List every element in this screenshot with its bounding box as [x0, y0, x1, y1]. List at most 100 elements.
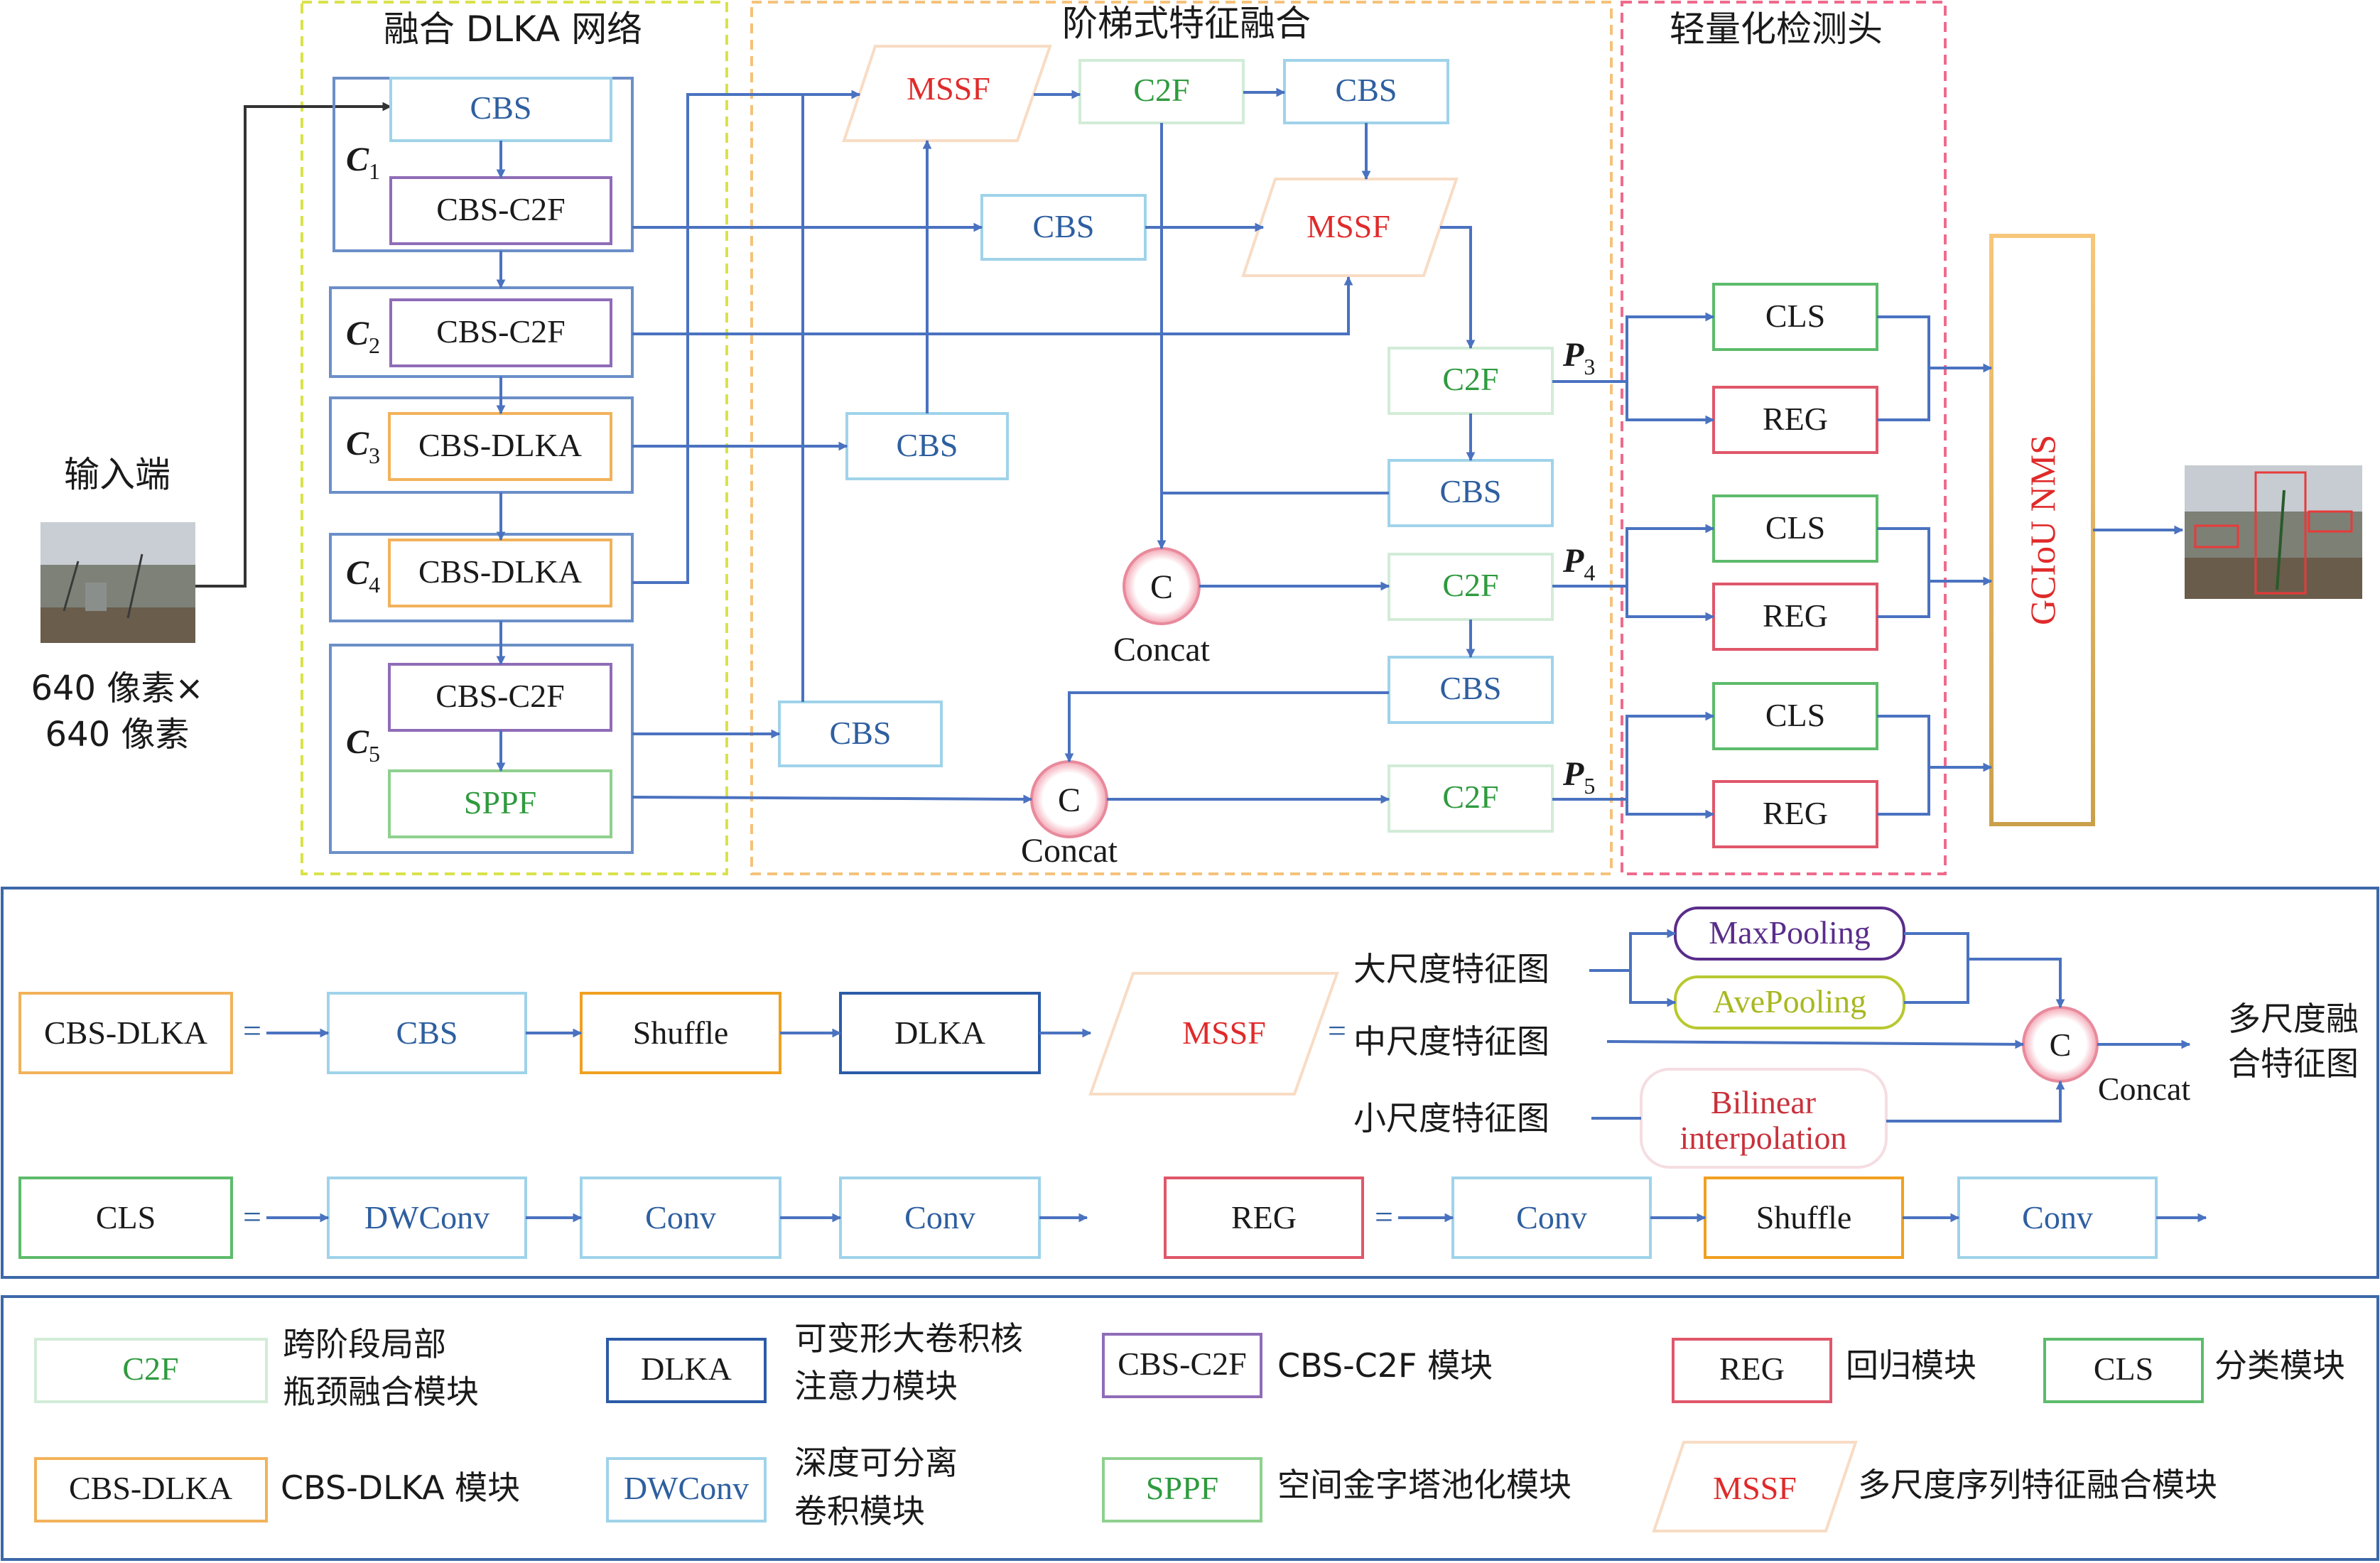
p1-shuffle-label: Shuffle [633, 1015, 729, 1051]
legend-c2f-desc-1: 跨阶段局部 [283, 1325, 446, 1363]
head-title: 轻量化检测头 [1670, 9, 1883, 50]
p1-arrow-bilinear-to-concat [1886, 1080, 2065, 1123]
head-cls-p3-label: CLS [1765, 298, 1825, 334]
arrow-p4-split [1552, 524, 1715, 588]
p1-maxpool-label: MaxPooling [1709, 914, 1870, 951]
p1-cls-box [18, 1177, 233, 1259]
p1-cls-label: CLS [96, 1199, 156, 1235]
p1-reg-conv-1-label: Conv [1516, 1199, 1587, 1235]
nms-label: GCIoU NMS [2023, 435, 2062, 625]
stage-label-c2: C2 [346, 315, 380, 358]
p1-eq-1: = [243, 1012, 261, 1049]
legend-dlka-box [606, 1338, 767, 1403]
arrow-p4-heads-to-nms [1877, 527, 1930, 618]
legend-panel [1, 1295, 2379, 1561]
legend-sppf-box [1102, 1457, 1262, 1523]
p1-cbs-dlka-box [18, 992, 233, 1074]
p1-large-map-label: 大尺度特征图 [1353, 950, 1549, 988]
p1-arrow-mid-to-concat [1606, 1039, 2025, 1049]
legend-reg-label: REG [1719, 1351, 1785, 1387]
p1-reg-conv-1-box [1451, 1177, 1652, 1259]
p1-eq-2: = [1328, 1012, 1346, 1049]
arrow-p3-to-reg [1626, 382, 1715, 425]
module-detail-panel [1, 887, 2379, 1279]
p1-arrow-large-to-ave [1629, 970, 1677, 1007]
stage-label-c4: C4 [346, 554, 380, 597]
svg-text:C4: C4 [346, 554, 380, 597]
legend-dwconv-label: DWConv [624, 1470, 749, 1506]
fusion-c2f-p5-label: C2F [1442, 779, 1498, 815]
fusion-concat-lower-symbol: C [1058, 782, 1081, 819]
legend-c2f-box [34, 1338, 268, 1403]
legend-mssf-box [1652, 1441, 1858, 1532]
c3-cbs-dlka-label: CBS-DLKA [418, 427, 582, 463]
fusion-concat-upper-symbol: C [1150, 568, 1173, 606]
legend-dlka-desc-1: 可变形大卷积核 [794, 1319, 1023, 1358]
head-cls-p4-label: CLS [1765, 509, 1825, 546]
legend-cls-label: CLS [2094, 1351, 2153, 1387]
arrow-p5-to-reg [1626, 799, 1715, 819]
arrow-p4-to-reg [1626, 586, 1715, 622]
svg-text:C3: C3 [346, 425, 380, 468]
p1-bilinear-label-1: Bilinear [1711, 1084, 1816, 1120]
legend-cbs-c2f-label: CBS-C2F [1118, 1346, 1247, 1382]
legend-cls-desc: 分类模块 [2214, 1346, 2345, 1385]
legend-cbs-dlka-box [34, 1457, 268, 1523]
p1-cbs-label: CBS [396, 1015, 458, 1051]
p1-output-label-2: 合特征图 [2228, 1044, 2359, 1083]
head-reg-p5-label: REG [1763, 795, 1828, 831]
stage-c2-frame [329, 286, 634, 378]
p1-arrow-large-split [1589, 929, 1677, 972]
fusion-mssf-top-label: MSSF [907, 70, 990, 107]
legend-c2f-label: C2F [122, 1351, 178, 1387]
p1-concat-symbol: C [2050, 1027, 2072, 1063]
svg-text:C5: C5 [346, 723, 380, 767]
p3-label: P3 [1562, 336, 1595, 379]
stage-label-c1: C1 [346, 141, 380, 184]
head-section-frame [1621, 1, 1947, 875]
fusion-c2f-top-label: C2F [1133, 72, 1189, 108]
c4-cbs-dlka-box [388, 539, 612, 607]
fusion-concat-lower-label: Concat [1021, 832, 1118, 870]
fusion-c2f-p4-label: C2F [1442, 567, 1498, 603]
arrow-p3-split [1552, 312, 1715, 383]
legend-reg-desc: 回归模块 [1846, 1346, 1976, 1385]
fusion-cbs-c3-label: CBS [897, 427, 958, 463]
stage-c5-frame [329, 644, 634, 854]
p1-cls-conv-1-label: Conv [645, 1199, 716, 1235]
p1-small-map-label: 小尺度特征图 [1353, 1099, 1549, 1137]
legend-cls-box [2043, 1338, 2204, 1403]
c2-cbs-c2f-label: CBS-C2F [436, 313, 566, 350]
legend-c2f-desc-2: 瓶颈融合模块 [283, 1373, 479, 1411]
legend-dlka-label: DLKA [641, 1351, 732, 1387]
arrow-sppf-to-concat [632, 794, 1033, 804]
head-reg-p4-label: REG [1763, 597, 1828, 634]
backbone-section-frame [301, 1, 728, 875]
p1-cls-conv-2-box [839, 1177, 1041, 1259]
legend-cbs-c2f-desc: CBS-C2F 模块 [1277, 1346, 1493, 1385]
legend-reg-box [1672, 1338, 1832, 1403]
p1-dlka-label: DLKA [894, 1015, 985, 1051]
legend-dwconv-desc-2: 卷积模块 [794, 1492, 925, 1530]
p1-output-label-1: 多尺度融 [2228, 1000, 2359, 1038]
input-arrow [195, 102, 392, 588]
legend-dwconv-box [606, 1457, 767, 1523]
legend-cbs-dlka-desc: CBS-DLKA 模块 [281, 1469, 520, 1507]
p1-reg-shuffle-label: Shuffle [1756, 1199, 1852, 1235]
fusion-cbs-mid-box [980, 194, 1147, 261]
p1-reg-conv-2-label: Conv [2022, 1199, 2093, 1235]
arrow-mssf-mid-to-c2f-p3 [1440, 226, 1476, 350]
legend-dwconv-desc-1: 深度可分离 [794, 1444, 958, 1482]
legend-dlka-desc-2: 注意力模块 [794, 1367, 958, 1405]
legend-mssf-label: MSSF [1713, 1470, 1797, 1506]
c2-cbs-c2f-box [389, 298, 612, 367]
c1-cbs-c2f-label: CBS-C2F [436, 191, 566, 227]
p1-cls-conv-2-label: Conv [904, 1199, 975, 1235]
p1-cbs-dlka-label: CBS-DLKA [44, 1015, 207, 1051]
p1-reg-label: REG [1231, 1199, 1297, 1235]
legend-cbs-dlka-label: CBS-DLKA [69, 1470, 232, 1506]
fusion-cbs-c5-label: CBS [830, 715, 892, 751]
input-size-line2: 640 像素 [45, 715, 190, 755]
fusion-section-frame [750, 1, 1613, 875]
arrow-cbs-after-p4-to-concat [1064, 691, 1389, 763]
